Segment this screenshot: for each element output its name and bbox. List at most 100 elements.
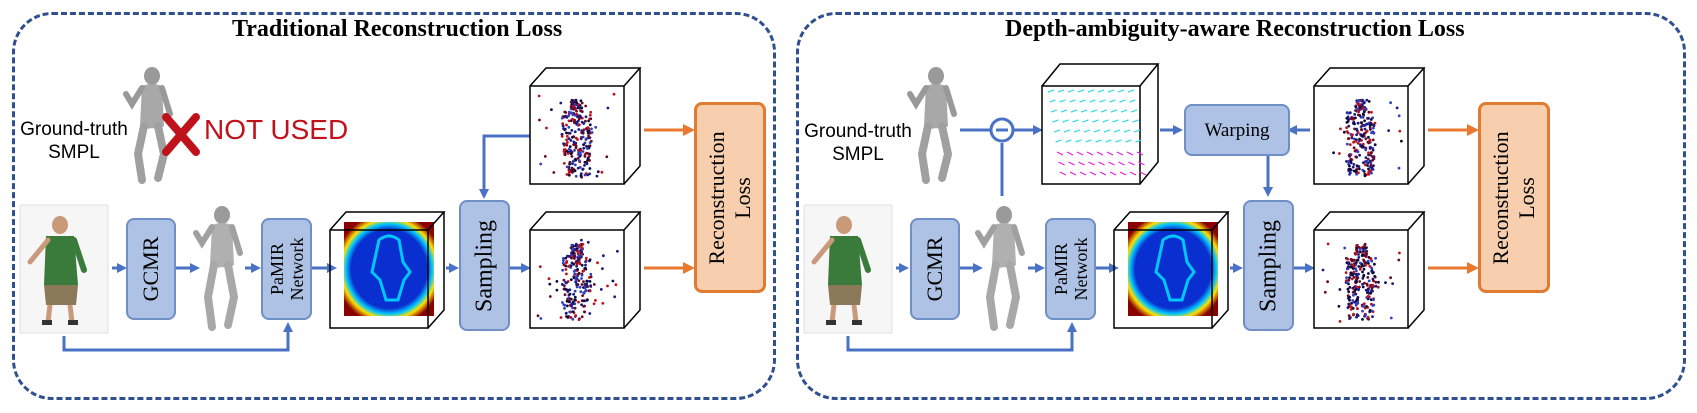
point bbox=[1368, 159, 1372, 163]
point bbox=[584, 104, 588, 108]
point bbox=[1372, 131, 1376, 135]
point bbox=[584, 263, 587, 267]
point bbox=[1366, 157, 1370, 161]
point bbox=[573, 289, 577, 293]
vector-arrow bbox=[1139, 171, 1147, 176]
point bbox=[1362, 264, 1365, 268]
point bbox=[576, 249, 580, 253]
point bbox=[575, 247, 579, 251]
point bbox=[568, 310, 572, 314]
point bbox=[592, 283, 596, 286]
point bbox=[561, 261, 565, 265]
point bbox=[1358, 280, 1362, 283]
point bbox=[1384, 281, 1387, 284]
point bbox=[1376, 285, 1380, 289]
vector-arrow bbox=[1082, 119, 1089, 123]
point bbox=[585, 147, 589, 150]
point bbox=[1366, 140, 1370, 144]
point bbox=[576, 119, 580, 123]
point bbox=[560, 135, 564, 138]
point bbox=[574, 108, 577, 111]
point bbox=[1371, 148, 1375, 152]
point bbox=[564, 148, 567, 152]
point bbox=[550, 108, 553, 111]
point bbox=[1400, 139, 1403, 143]
point bbox=[571, 171, 574, 174]
vector-arrow bbox=[1138, 161, 1145, 166]
point bbox=[1374, 284, 1378, 288]
point bbox=[1358, 103, 1362, 106]
point bbox=[566, 152, 570, 155]
point bbox=[582, 143, 585, 147]
left-panel bbox=[12, 12, 776, 400]
vector-arrow bbox=[1123, 129, 1131, 133]
point bbox=[582, 269, 585, 273]
vector-arrow bbox=[1130, 109, 1138, 113]
point bbox=[577, 128, 581, 131]
point bbox=[589, 110, 593, 114]
point bbox=[562, 284, 566, 288]
point bbox=[574, 158, 578, 162]
point bbox=[562, 278, 566, 282]
point bbox=[589, 272, 593, 276]
point bbox=[564, 256, 568, 260]
reconstruction-loss-box: Reconstruction Loss bbox=[694, 102, 766, 293]
vector-arrow bbox=[1116, 151, 1124, 156]
point bbox=[1361, 270, 1364, 274]
point bbox=[1365, 98, 1369, 102]
point bbox=[580, 263, 584, 267]
point bbox=[570, 155, 574, 158]
point bbox=[1354, 292, 1358, 296]
point bbox=[1356, 301, 1360, 304]
point bbox=[576, 156, 580, 160]
point bbox=[1397, 166, 1401, 170]
point bbox=[1364, 313, 1368, 317]
vector-arrow bbox=[1063, 129, 1071, 133]
recon-label-line1: Reconstruction bbox=[1488, 130, 1513, 265]
point bbox=[1361, 98, 1364, 102]
point bbox=[1348, 298, 1351, 302]
vector-arrow bbox=[1092, 119, 1099, 123]
point bbox=[1348, 276, 1351, 280]
point bbox=[1345, 142, 1349, 146]
vector-arrow bbox=[1099, 99, 1106, 103]
vector-arrow bbox=[1059, 171, 1067, 176]
point bbox=[539, 317, 543, 320]
point bbox=[567, 137, 571, 141]
sampling-label: Sampling bbox=[471, 219, 497, 312]
vector-arrow bbox=[1110, 109, 1118, 113]
point bbox=[564, 312, 568, 315]
point bbox=[1364, 137, 1368, 141]
point bbox=[1363, 119, 1366, 123]
point bbox=[1369, 118, 1373, 121]
point bbox=[1361, 318, 1364, 321]
point bbox=[580, 283, 584, 286]
gt-smpl-label-line1: Ground-truth bbox=[20, 119, 128, 140]
point bbox=[588, 167, 592, 170]
vector-arrow bbox=[1085, 139, 1092, 143]
point bbox=[1353, 258, 1356, 262]
point bbox=[1370, 131, 1373, 135]
vector-arrow bbox=[1060, 109, 1068, 113]
point bbox=[571, 117, 574, 121]
point bbox=[1391, 282, 1394, 285]
point bbox=[1370, 167, 1374, 171]
point bbox=[583, 164, 586, 167]
point bbox=[1370, 171, 1373, 175]
point bbox=[1356, 107, 1360, 111]
point bbox=[572, 292, 575, 296]
point bbox=[1337, 304, 1341, 308]
point bbox=[1367, 279, 1371, 283]
point bbox=[586, 126, 590, 129]
point bbox=[1365, 305, 1368, 308]
point bbox=[1373, 275, 1377, 278]
point bbox=[572, 262, 576, 266]
point bbox=[1347, 124, 1351, 128]
vector-arrow bbox=[1086, 151, 1094, 156]
point bbox=[1361, 115, 1365, 119]
point bbox=[1347, 290, 1351, 294]
point bbox=[613, 295, 617, 299]
pamir-network-box: PaMIR Network bbox=[1045, 218, 1096, 320]
vector-arrow bbox=[1129, 99, 1136, 103]
point bbox=[581, 242, 585, 246]
